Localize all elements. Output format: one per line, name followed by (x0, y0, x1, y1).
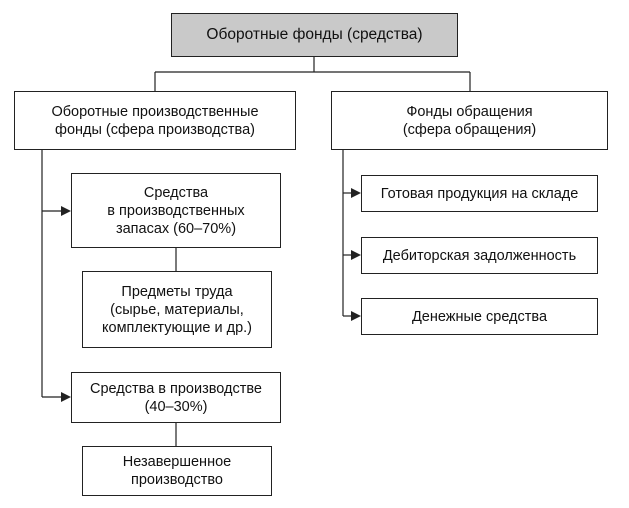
receivables-box: Дебиторская задолженность (361, 237, 598, 274)
unfinished-production-box: Незавершенное производство (82, 446, 272, 496)
production-funds-box: Оборотные производственные фонды (сфера … (14, 91, 296, 150)
finished-goods-box: Готовая продукция на складе (361, 175, 598, 212)
in-production-box: Средства в производстве (40–30%) (71, 372, 281, 423)
circulation-funds-box: Фонды обращения (сфера обращения) (331, 91, 608, 150)
production-stocks-box: Средства в производственных запасах (60–… (71, 173, 281, 248)
arrow-to-finished-goods (351, 188, 361, 198)
arrow-to-receivables (351, 250, 361, 260)
root-box: Оборотные фонды (средства) (171, 13, 458, 57)
arrow-to-cash (351, 311, 361, 321)
arrow-to-stocks (61, 206, 71, 216)
arrow-to-in-production (61, 392, 71, 402)
labor-items-box: Предметы труда (сырье, материалы, компле… (82, 271, 272, 348)
cash-box: Денежные средства (361, 298, 598, 335)
